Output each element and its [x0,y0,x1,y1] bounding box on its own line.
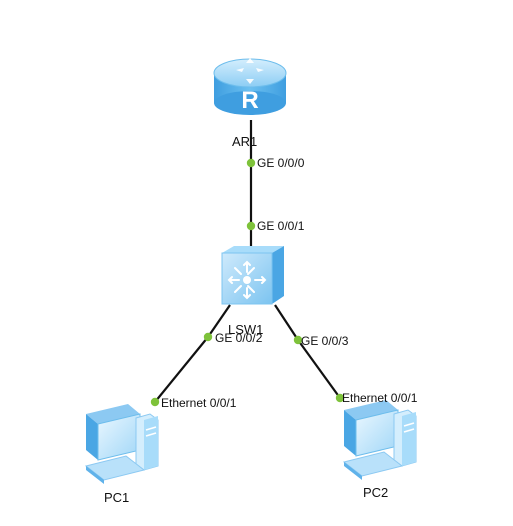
pc1[interactable]: PC1 [84,404,159,505]
link-lsw1-pc1[interactable] [154,336,209,403]
pc2-name-label: PC2 [363,485,388,500]
svg-text:R: R [241,87,258,114]
port-label-pc1-eth001: Ethernet 0/0/1 [161,396,237,410]
port-label-lsw1-ge001: GE 0/0/1 [257,219,305,233]
port-dot-pc2-eth001[interactable] [335,393,345,403]
port-dot-pc1-eth001[interactable] [150,397,160,407]
router-ar1[interactable]: R AR1 [213,58,287,149]
pc-icon [342,400,417,480]
pc2[interactable]: PC2 [342,400,417,500]
pc-icon [84,404,159,484]
link-stub-switch-right [274,304,299,341]
port-dot-lsw1-ge001[interactable] [246,221,256,231]
router-name-label: AR1 [232,134,257,149]
links [154,120,341,403]
switch-lsw1[interactable]: LSW1 [221,246,284,337]
port-dot-ar1-ge000[interactable] [246,158,256,168]
switch-icon [221,246,284,305]
port-dot-lsw1-ge002[interactable] [203,332,213,342]
port-labels: GE 0/0/0 GE 0/0/1 GE 0/0/2 GE 0/0/3 Ethe… [161,156,418,410]
link-stub-switch-left [207,304,231,338]
link-lsw1-pc2[interactable] [297,339,341,399]
port-dot-lsw1-ge003[interactable] [293,335,303,345]
port-label-lsw1-ge003: GE 0/0/3 [301,334,349,348]
port-label-pc2-eth001: Ethernet 0/0/1 [342,391,418,405]
switch-name-label: LSW1 [228,322,263,337]
port-label-lsw1-ge002: GE 0/0/2 [215,331,263,345]
port-label-ar1-ge000: GE 0/0/0 [257,156,305,170]
router-icon: R [213,58,287,115]
pc1-name-label: PC1 [104,490,129,505]
port-dots [150,158,345,407]
